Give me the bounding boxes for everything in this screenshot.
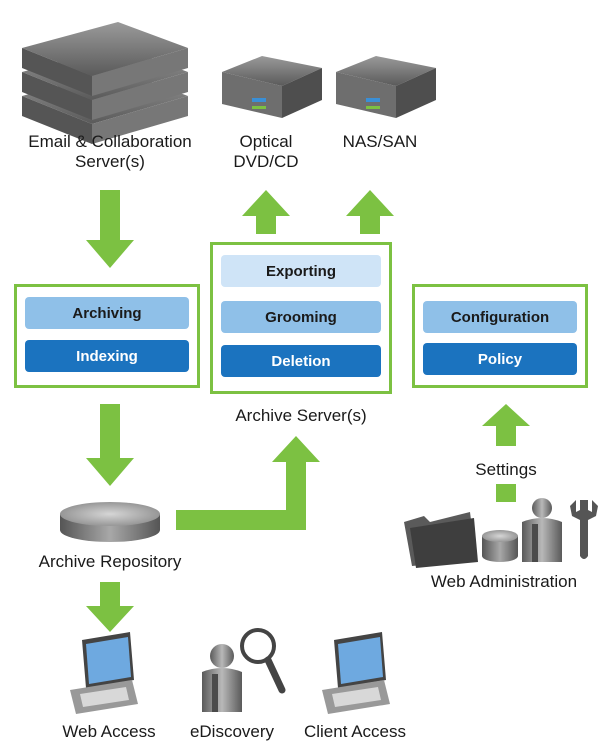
- archiving-indexing-box: Archiving Indexing: [14, 284, 200, 388]
- arrow-settings-to-policy: [496, 426, 516, 446]
- folder-icon: [404, 512, 478, 568]
- optical-server-icon: [222, 56, 322, 118]
- server-stack-icon: [22, 22, 188, 144]
- archive-server-label: Archive Server(s): [235, 406, 367, 425]
- database-icon: [482, 530, 518, 562]
- ediscovery-label: eDiscovery: [189, 722, 275, 741]
- grooming-pill: Grooming: [221, 301, 381, 333]
- arrow-indexing-to-repository: [86, 404, 134, 486]
- magnifier-person-icon: [202, 628, 286, 712]
- client-access-label: Client Access: [303, 722, 407, 741]
- arrow-repository-to-server: [176, 436, 320, 530]
- flow-arrows: [86, 190, 530, 632]
- archive-server-box: Exporting Grooming Deletion: [210, 242, 392, 394]
- archiving-pill: Archiving: [25, 297, 189, 329]
- wrench-icon: [570, 500, 598, 559]
- optical-label: Optical DVD/CD: [233, 132, 299, 171]
- nas-server-icon: [336, 56, 436, 118]
- laptop-icon: [322, 632, 390, 714]
- web-access-label: Web Access: [62, 722, 156, 741]
- arrow-to-optical: [242, 190, 290, 234]
- configuration-policy-box: Configuration Policy: [412, 284, 588, 388]
- policy-pill: Policy: [423, 343, 577, 375]
- deletion-pill: Deletion: [221, 345, 381, 377]
- arrow-to-nas: [346, 190, 394, 234]
- indexing-pill: Indexing: [25, 340, 189, 372]
- admin-person-icon: [522, 498, 562, 562]
- laptop-icon: [70, 632, 138, 714]
- configuration-pill: Configuration: [423, 301, 577, 333]
- arrow-repository-to-web-access: [86, 582, 134, 632]
- archive-repository-label: Archive Repository: [38, 552, 182, 571]
- exporting-pill: Exporting: [221, 255, 381, 287]
- email-server-label: Email & Collaboration Server(s): [28, 132, 192, 171]
- nas-san-label: NAS/SAN: [342, 132, 418, 151]
- settings-label: Settings: [475, 460, 537, 479]
- web-administration-label: Web Administration: [430, 572, 578, 591]
- repository-disk-icon: [60, 502, 160, 542]
- arrow-email-to-archiving: [86, 190, 134, 268]
